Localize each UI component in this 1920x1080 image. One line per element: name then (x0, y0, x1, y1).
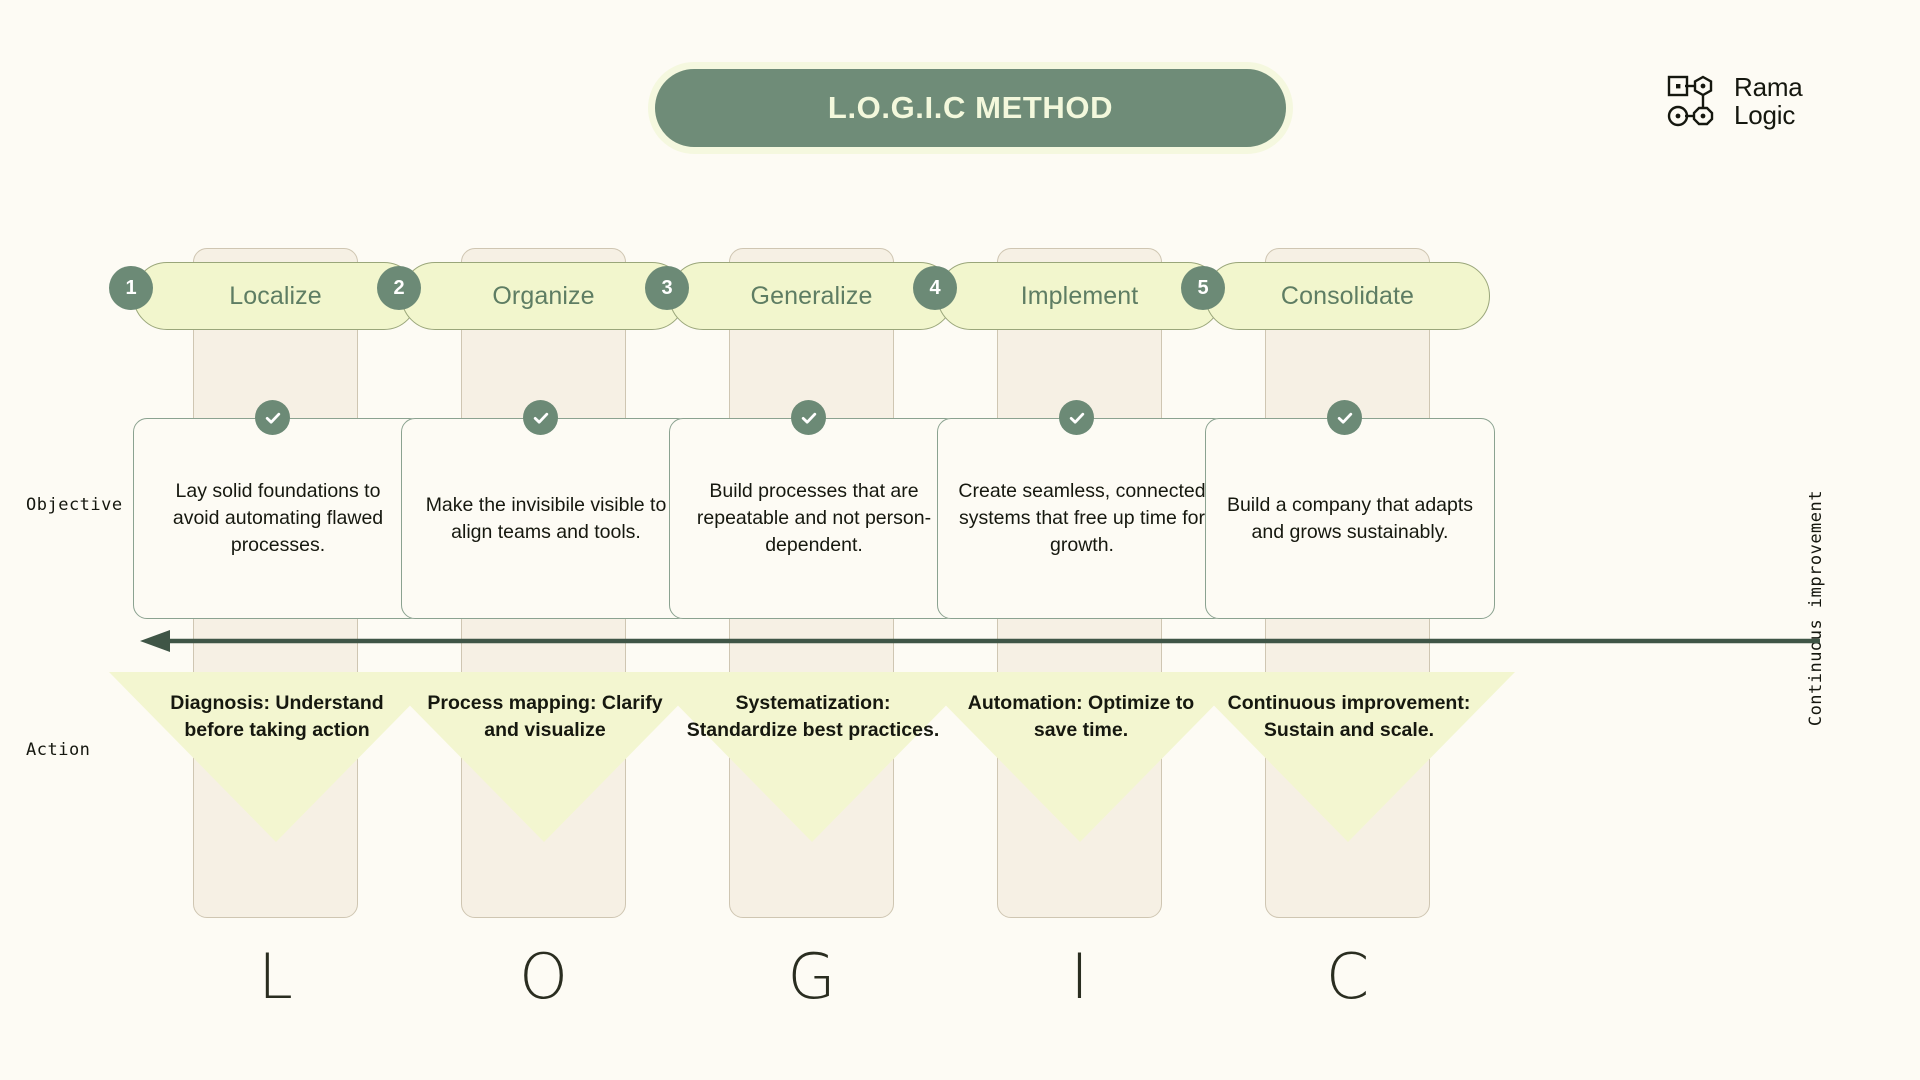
step-header-pill[interactable]: Implement (937, 262, 1222, 330)
step-header-pill[interactable]: Localize (133, 262, 418, 330)
objective-card: Create seamless, connected systems that … (937, 418, 1227, 619)
acronym-letter: O (519, 940, 568, 1013)
brand-logo: Rama Logic (1663, 70, 1803, 132)
logo-line-2: Logic (1734, 100, 1796, 130)
objective-text: Build processes that are repeatable and … (696, 480, 932, 556)
step-column-g: Generalize 3 Build processes that are re… (645, 0, 999, 1080)
objective-text: Make the invisibile visible to align tea… (425, 493, 667, 543)
step-number-badge: 5 (1181, 266, 1225, 310)
step-number-badge: 2 (377, 266, 421, 310)
action-text: Diagnosis: Understand before taking acti… (170, 692, 384, 741)
check-icon (1327, 400, 1362, 435)
objective-text: Create seamless, connected systems that … (958, 480, 1206, 556)
action-text: Automation: Optimize to save time. (967, 692, 1195, 741)
step-column-c: Consolidate 5 Build a company that adapt… (1181, 0, 1535, 1080)
step-title: Generalize (750, 281, 873, 310)
objective-card: Build a company that adapts and grows su… (1205, 418, 1495, 619)
row-label-objective: Objective (26, 495, 123, 515)
step-number-badge: 1 (109, 266, 153, 310)
action-text: Continuous improvement: Sustain and scal… (1227, 692, 1471, 741)
step-number-badge: 3 (645, 266, 689, 310)
objective-card: Lay solid foundations to avoid automatin… (133, 418, 423, 619)
check-icon (255, 400, 290, 435)
objective-card: Build processes that are repeatable and … (669, 418, 959, 619)
action-text: Process mapping: Clarify and visualize (427, 692, 663, 741)
step-title: Organize (492, 281, 595, 310)
acronym-letter: I (1070, 940, 1089, 1013)
step-title: Implement (1020, 281, 1139, 310)
check-icon (791, 400, 826, 435)
objective-text: Lay solid foundations to avoid automatin… (172, 480, 384, 556)
step-title: Consolidate (1280, 281, 1415, 310)
page-title: L.O.G.I.C METHOD (827, 90, 1114, 125)
acronym-letter: C (1325, 940, 1370, 1013)
step-header-pill[interactable]: Organize (401, 262, 686, 330)
step-column-i: Implement 4 Create seamless, connected s… (913, 0, 1267, 1080)
step-column-l: Localize 1 Lay solid foundations to avoi… (109, 0, 463, 1080)
continuous-improvement-label: Continuous improvement (1806, 490, 1826, 727)
continuous-improvement-arrow (140, 630, 1820, 652)
acronym-letter: G (787, 940, 836, 1013)
check-icon (1059, 400, 1094, 435)
row-label-action: Action (26, 740, 91, 760)
step-number-badge: 4 (913, 266, 957, 310)
step-title: Localize (229, 281, 322, 310)
acronym-letter: L (258, 940, 293, 1013)
objective-card: Make the invisibile visible to align tea… (401, 418, 691, 619)
objective-text: Build a company that adapts and grows su… (1226, 493, 1474, 543)
method-title-pill: L.O.G.I.C METHOD (648, 62, 1293, 154)
step-header-pill[interactable]: Consolidate (1205, 262, 1490, 330)
step-header-pill[interactable]: Generalize (669, 262, 954, 330)
check-icon (523, 400, 558, 435)
logo-line-1: Rama (1734, 71, 1803, 102)
action-text: Systematization: Standardize best practi… (686, 692, 940, 741)
step-column-o: Organize 2 Make the invisibile visible t… (377, 0, 731, 1080)
logo-wordmark: Rama Logic (1734, 73, 1803, 129)
node-graph-icon (1667, 75, 1714, 127)
